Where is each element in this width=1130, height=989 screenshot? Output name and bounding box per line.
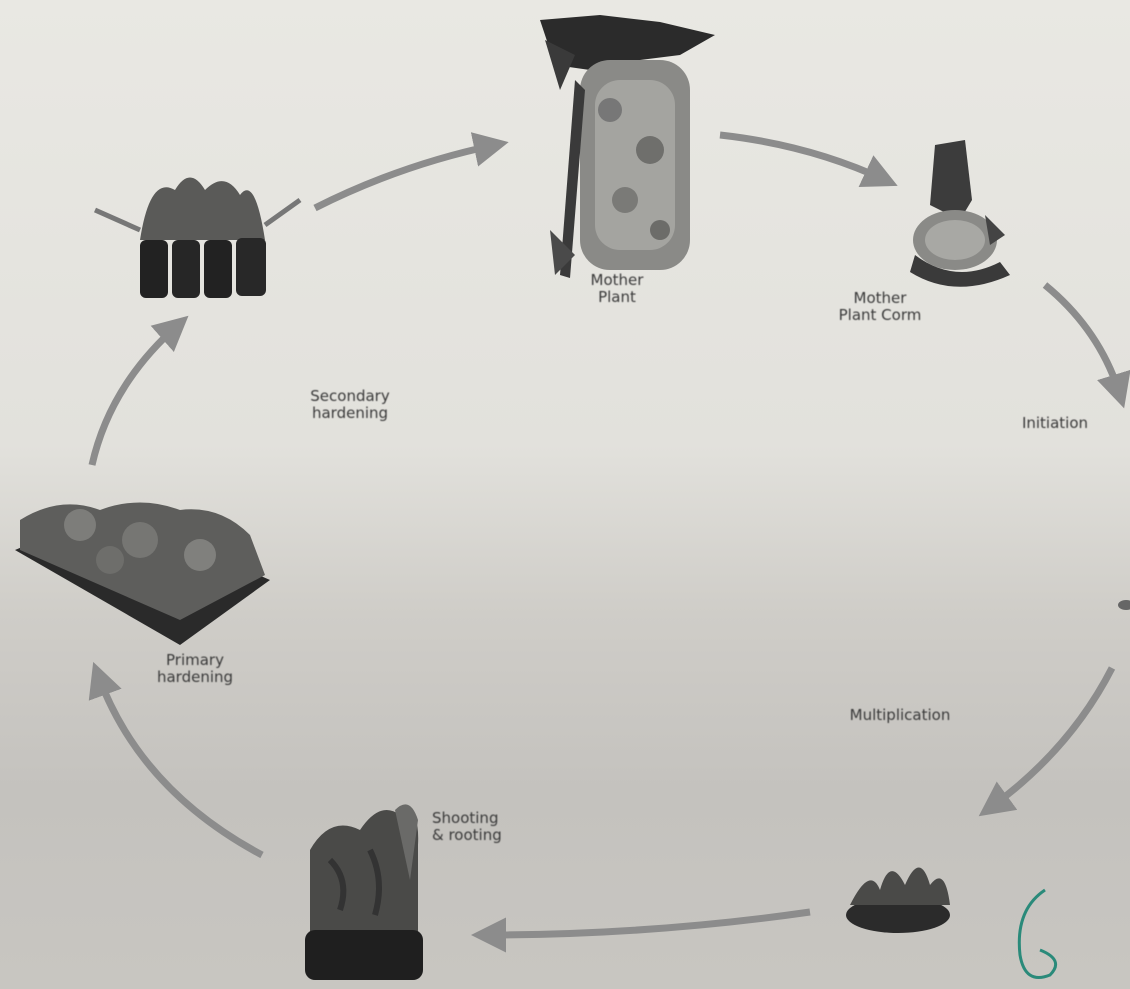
handwritten-mark [1019, 890, 1055, 978]
label-mother-plant-corm: Mother Plant Corm [795, 290, 965, 324]
arrow-multiplication-to-shooting [485, 912, 810, 935]
arrow-primary-to-secondary [92, 325, 178, 465]
primary-hardening-image [15, 503, 270, 646]
initiation-image [1118, 600, 1130, 610]
mother-plant-image [540, 15, 715, 278]
secondary-hardening-image [95, 178, 300, 299]
arrow-shooting-to-primary [98, 675, 262, 855]
arrow-initiation-to-multiplication [990, 668, 1112, 808]
label-initiation: Initiation [1000, 415, 1110, 432]
label-multiplication: Multiplication [805, 707, 995, 724]
corm-image [910, 140, 1010, 287]
arrow-mother-to-corm [720, 135, 885, 180]
multiplication-image [846, 868, 950, 934]
label-secondary-hardening: Secondary hardening [270, 388, 430, 422]
label-primary-hardening: Primary hardening [120, 652, 270, 686]
arrow-secondary-to-mother [315, 145, 495, 208]
label-shooting-rooting: Shooting & rooting [432, 810, 572, 844]
label-mother-plant: Mother Plant [562, 272, 672, 306]
arrow-corm-to-initiation [1045, 285, 1120, 395]
shooting-rooting-image [305, 804, 423, 980]
